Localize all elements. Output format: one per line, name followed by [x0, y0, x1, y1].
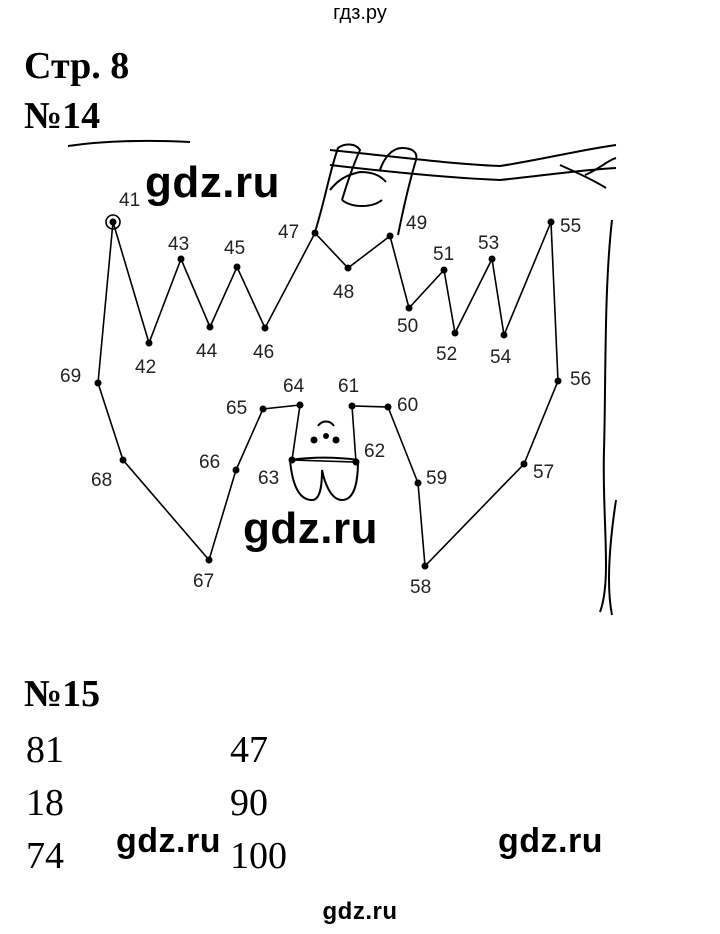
bat-face [289, 420, 359, 502]
dot-label: 67 [193, 571, 214, 592]
dot-label: 44 [196, 341, 218, 362]
dot-label: 56 [570, 369, 591, 390]
dot-label: 68 [91, 470, 112, 491]
site-name[interactable]: гдз.ру [333, 2, 387, 24]
answer-value: 74 [26, 835, 64, 877]
watermark: gdz.ru [322, 898, 398, 925]
dot-label: 46 [253, 342, 274, 363]
answer-value: 90 [230, 782, 268, 824]
task-15-answers: 81 47 18 90 74 100 [26, 728, 326, 887]
dot-label: 42 [135, 357, 156, 378]
answer-value: 81 [26, 729, 64, 771]
watermark: gdz.ru [116, 822, 221, 860]
dot-label: 64 [283, 376, 305, 397]
dot-label: 58 [410, 577, 431, 598]
dot-label: 53 [478, 233, 499, 254]
dot-label: 49 [406, 213, 427, 234]
dot-label: 51 [433, 244, 454, 265]
task-14-label: №14 [24, 95, 101, 137]
connecting-lines [97, 221, 559, 568]
watermark: gdz.ru [145, 158, 280, 207]
answer-row: 18 90 [26, 781, 326, 834]
dot-label: 57 [533, 462, 554, 483]
dot-label: 50 [397, 316, 418, 337]
dot-label: 60 [397, 395, 418, 416]
bat-dot-to-dot-figure: 41 42 43 44 45 46 47 48 49 50 51 52 53 5… [60, 139, 617, 616]
answer-value: 18 [26, 782, 64, 824]
answer-row: 81 47 [26, 728, 326, 781]
dot-label: 62 [364, 441, 385, 462]
watermark: gdz.ru [243, 504, 378, 553]
answer-row: 74 100 [26, 834, 326, 887]
dot-labels: 41 42 43 44 45 46 47 48 49 50 51 52 53 5… [60, 190, 591, 598]
dot-label: 48 [333, 282, 354, 303]
answer-value: 47 [230, 729, 268, 771]
bat-feet [314, 143, 418, 236]
dot-label: 41 [119, 190, 140, 211]
dot-label: 65 [226, 398, 247, 419]
dot-label: 61 [338, 376, 359, 397]
page-title: Стр. 8 [24, 45, 130, 87]
dot-label: 63 [258, 468, 279, 489]
dot-label: 66 [199, 452, 220, 473]
dot-label: 43 [168, 234, 189, 255]
dot-label: 47 [278, 222, 299, 243]
dot-label: 55 [560, 216, 581, 237]
answer-value: 100 [230, 835, 287, 877]
dot-label: 52 [436, 344, 457, 365]
task-15-label: №15 [24, 673, 101, 715]
dots [94, 214, 562, 570]
dot-label: 54 [490, 347, 512, 368]
watermark: gdz.ru [498, 822, 603, 860]
dot-label: 59 [426, 468, 447, 489]
dot-label: 45 [224, 238, 245, 259]
tree-branch [67, 139, 617, 616]
dot-label: 69 [60, 366, 81, 387]
